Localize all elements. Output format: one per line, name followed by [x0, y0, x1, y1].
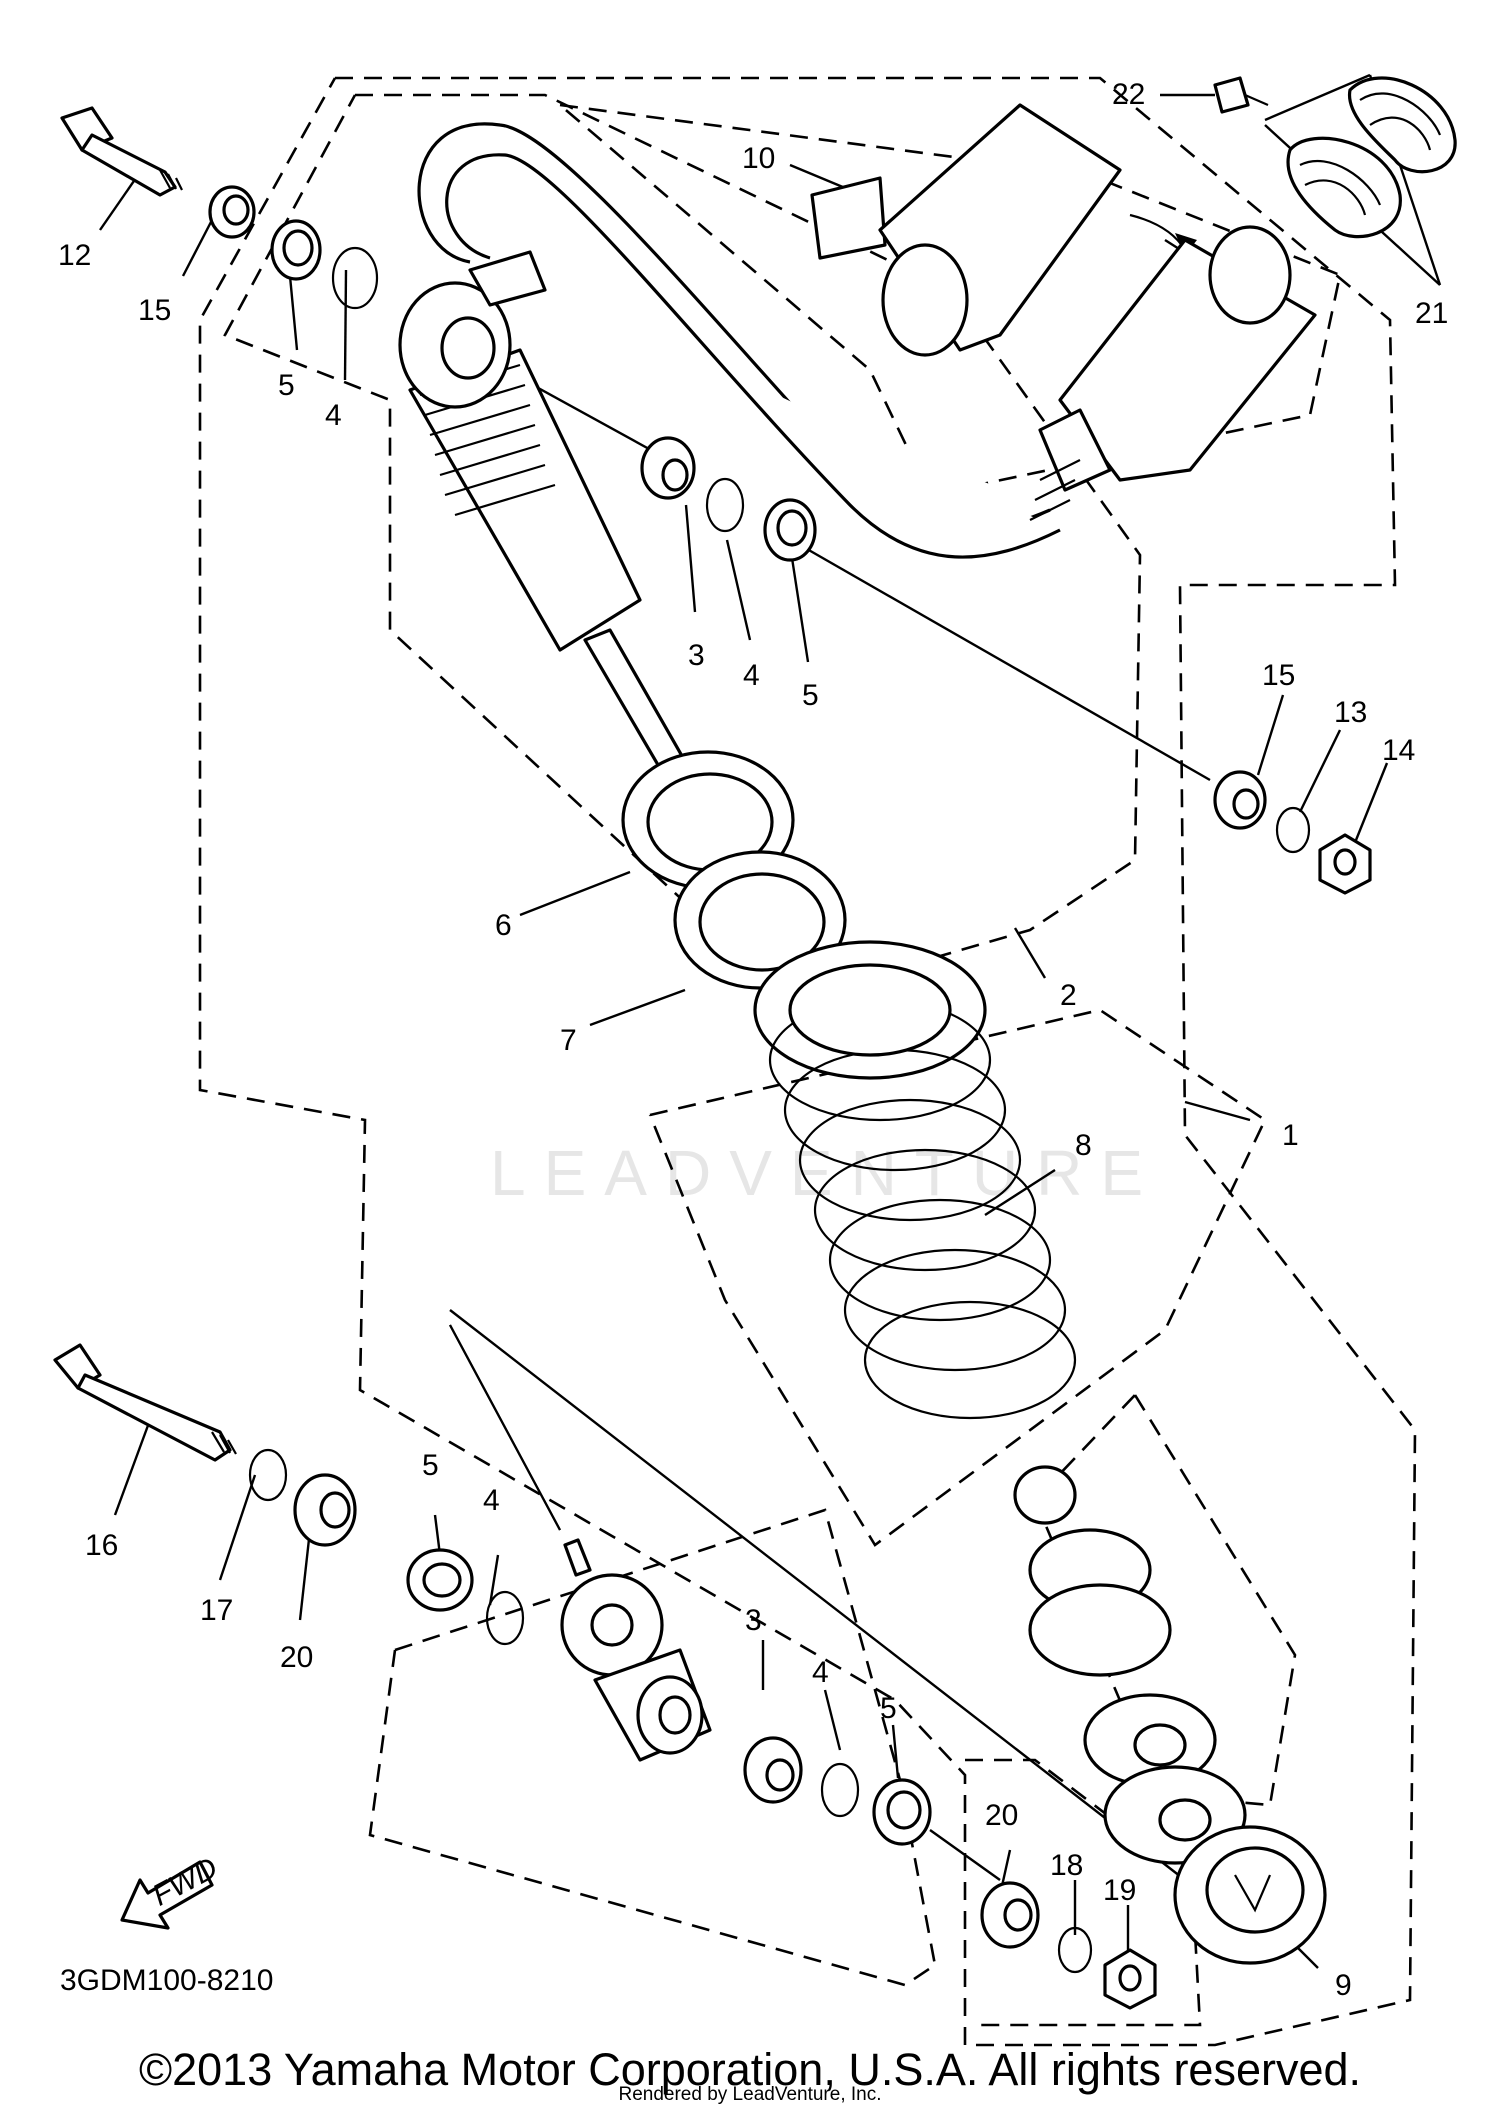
reservoir-tank	[1029, 225, 1317, 521]
boundary-1	[198, 76, 1417, 2047]
bearing-5-upper	[270, 219, 322, 281]
callout-4: 4	[483, 1484, 500, 1517]
callout-19: 19	[1103, 1874, 1136, 1907]
bearing-5-lower-right	[872, 1778, 932, 1846]
callout-8: 8	[1075, 1129, 1092, 1162]
callout-16: 16	[85, 1529, 118, 1562]
callout-17: 17	[200, 1594, 233, 1627]
callout-21: 21	[1415, 297, 1448, 330]
lower-bolt-16	[53, 1343, 237, 1462]
washer-18	[1057, 1926, 1093, 1974]
callout-13: 13	[1334, 696, 1367, 729]
washer-13	[1275, 806, 1311, 854]
collar-20-lower-right	[980, 1881, 1040, 1949]
callout-7: 7	[560, 1024, 577, 1057]
nut-19	[1103, 1948, 1157, 2010]
collar-20-lower-left	[293, 1473, 357, 1547]
reservoir-cover	[878, 103, 1197, 357]
callout-3: 3	[688, 639, 705, 672]
reservoir-hose	[417, 122, 1061, 559]
callout-5: 5	[278, 369, 295, 402]
callout-5: 5	[422, 1449, 439, 1482]
callout-5: 5	[802, 679, 819, 712]
callout-5: 5	[880, 1692, 897, 1725]
spring-seat-stack	[1013, 1465, 1247, 1865]
boundary-lower	[368, 1508, 937, 1987]
clamp-21	[1286, 76, 1457, 239]
callout-4: 4	[325, 399, 342, 432]
bearing-5-lower-left	[406, 1548, 474, 1612]
bearing-5-mid	[763, 498, 817, 562]
callout-15: 15	[1262, 659, 1295, 692]
callout-15: 15	[138, 294, 171, 327]
lower-eye	[560, 1573, 712, 1762]
spring-8	[753, 940, 1077, 1420]
callout-9: 9	[1335, 1969, 1352, 2002]
rendered-by-credit: Rendered by LeadVenture, Inc.	[618, 2084, 882, 2105]
callout-20: 20	[985, 1799, 1018, 1832]
circlip-4-lower-left	[485, 1590, 525, 1646]
copyright-notice: ©2013 Yamaha Motor Corporation, U.S.A. A…	[138, 2044, 1362, 2095]
nut-14	[1318, 833, 1372, 895]
bushing-3-upper	[640, 436, 696, 500]
callout-10: 10	[742, 142, 775, 175]
upper-bolt-12	[60, 106, 183, 197]
callout-12: 12	[58, 239, 91, 272]
callout-20: 20	[280, 1641, 313, 1674]
callout-22: 22	[1112, 78, 1145, 111]
callout-4: 4	[743, 659, 760, 692]
shock-body	[398, 250, 701, 792]
bolt-22	[1213, 76, 1269, 114]
fwd-label: FWD	[147, 1851, 223, 1912]
callout-14: 14	[1382, 734, 1415, 767]
drawing-code: 3GDM100-8210	[60, 1964, 273, 1997]
boundary-8	[648, 1008, 1267, 1547]
fwd-arrow-icon: FWD	[120, 1851, 223, 1930]
callout-6: 6	[495, 909, 512, 942]
collar-15-upper	[208, 185, 256, 239]
collar-15-right	[1213, 770, 1267, 830]
circlip-4-mid	[705, 477, 745, 533]
circlip-4-lower-right	[820, 1762, 860, 1818]
callout-4: 4	[812, 1656, 829, 1689]
callout-labels: 12 15 5 4 10 22 21 3 4 5 15 13 14 6 7 2 …	[58, 78, 1448, 2002]
label-10	[810, 176, 887, 260]
callout-18: 18	[1050, 1849, 1083, 1882]
bushing-3-lower	[743, 1736, 803, 1804]
callout-3: 3	[745, 1604, 762, 1637]
washer-17	[248, 1448, 288, 1502]
boundary-lower-right	[965, 1758, 1202, 2027]
callout-2: 2	[1060, 979, 1077, 1012]
circlip-4-upper	[331, 246, 379, 310]
adjuster-rod	[449, 1324, 592, 1577]
callout-1: 1	[1282, 1119, 1299, 1152]
cup-9	[1173, 1825, 1327, 1965]
